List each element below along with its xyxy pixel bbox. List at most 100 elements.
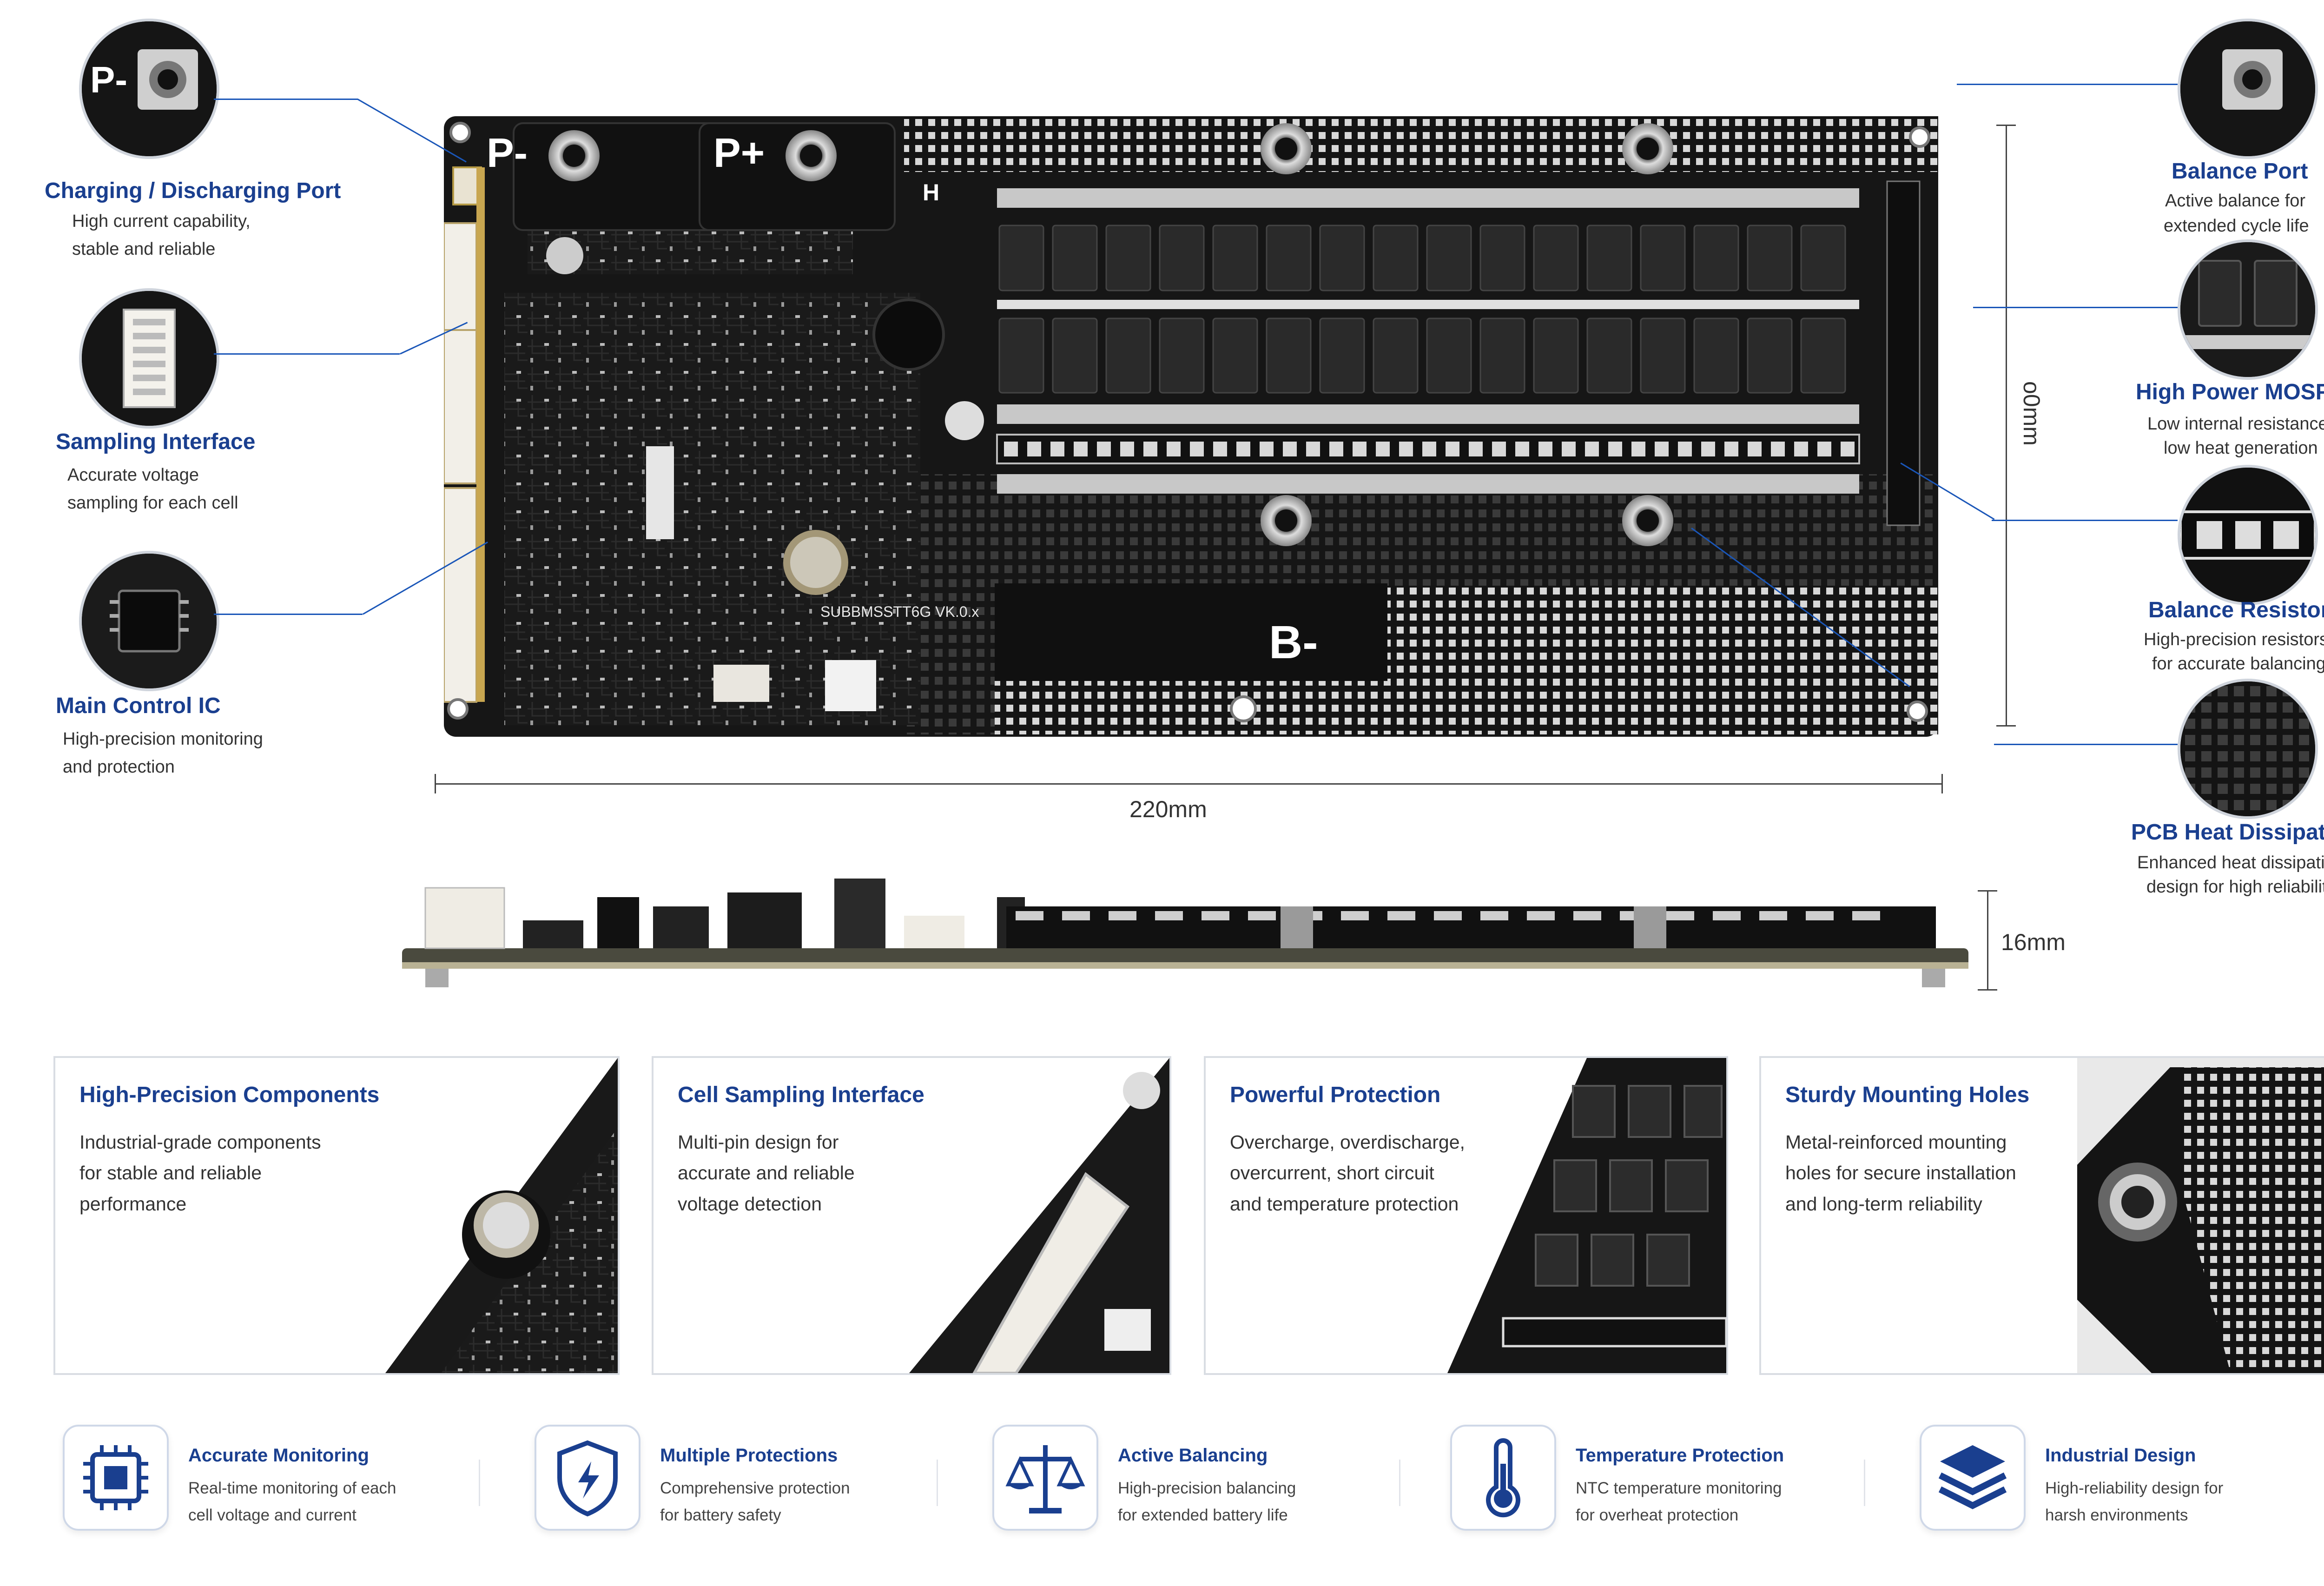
charging-port-thumbnail: P-	[79, 19, 219, 159]
mosfets-leader-h	[1973, 307, 2178, 308]
card-desc-line: overcurrent, short circuit	[1230, 1162, 1434, 1184]
feature-desc: Comprehensive protection for battery saf…	[660, 1475, 850, 1529]
card-title: Powerful Protection	[1230, 1083, 1441, 1107]
heat-dissipation-thumbnail	[2178, 679, 2318, 819]
feature-desc-line: High-reliability design for	[2045, 1479, 2224, 1497]
h-mark-label: H	[923, 179, 940, 205]
balance-scale-icon	[992, 1425, 1098, 1531]
height-dimension-tick-top	[1996, 125, 2016, 126]
width-dimension-label: 220mm	[1129, 796, 1207, 822]
mosfets-thumbnail	[2178, 239, 2318, 380]
bms-board-side-view	[402, 879, 1968, 995]
card-desc: Metal-reinforced mounting holes for secu…	[1785, 1127, 2016, 1219]
heat-dissipation-desc-line2: design for high reliability	[2146, 877, 2324, 897]
mosfet-array-photo	[1447, 1058, 1726, 1373]
sampling-interface-desc-line1: Accurate voltage	[67, 465, 199, 485]
balance-port-leader-h	[1957, 84, 2178, 85]
height-dimension-label: o0mm	[2019, 381, 2045, 446]
layers-icon	[1920, 1425, 2026, 1531]
card-desc-line: Metal-reinforced mounting	[1785, 1131, 2007, 1153]
thickness-dimension-tick-top	[1978, 890, 1997, 892]
thermometer-icon	[1450, 1425, 1556, 1531]
card-desc-line: accurate and reliable	[678, 1162, 855, 1184]
card-desc: Industrial-grade components for stable a…	[79, 1127, 321, 1219]
balance-port-desc-line2: extended cycle life	[2164, 216, 2309, 236]
width-dimension-line	[435, 783, 1943, 785]
sampling-interface-leader-h	[214, 353, 400, 355]
charging-port-title: Charging / Discharging Port	[45, 178, 341, 203]
bms-board-top-view: P- P+ B- H SUBBMSSTT6G VK.0.x	[443, 116, 1938, 737]
card-desc-line: and temperature protection	[1230, 1193, 1459, 1215]
feature-desc-line: High-precision balancing	[1118, 1479, 1296, 1497]
feature-title: Active Balancing	[1118, 1445, 1268, 1466]
thickness-dimension-label: 16mm	[2001, 929, 2066, 955]
feature-desc-line: harsh environments	[2045, 1506, 2188, 1524]
feature-desc-line: for extended battery life	[1118, 1506, 1288, 1524]
card-desc-line: performance	[79, 1193, 187, 1215]
balance-resistors-leader-h	[1992, 520, 2178, 521]
sampling-interface-title: Sampling Interface	[56, 430, 256, 454]
card-desc: Multi-pin design for accurate and reliab…	[678, 1127, 855, 1219]
feature-divider	[1399, 1460, 1400, 1506]
connector-photo	[909, 1058, 1169, 1373]
main-ic-title: Main Control IC	[56, 694, 221, 718]
board-illustration	[443, 116, 1938, 737]
feature-temperature-protection: Temperature Protection NTC temperature m…	[1450, 1425, 1845, 1536]
mosfets-desc-line1: Low internal resistance,	[2147, 414, 2324, 434]
feature-desc: High-reliability design for harsh enviro…	[2045, 1475, 2223, 1529]
charging-port-leader-h	[214, 99, 358, 100]
feature-desc-line: Real-time monitoring of each	[188, 1479, 396, 1497]
feature-title: Temperature Protection	[1576, 1445, 1784, 1466]
main-ic-desc-line2: and protection	[63, 757, 175, 777]
feature-divider	[479, 1460, 480, 1506]
main-ic-desc-line1: High-precision monitoring	[63, 729, 263, 749]
card-title: Cell Sampling Interface	[678, 1083, 924, 1107]
main-ic-leader-h	[214, 614, 363, 615]
feature-title: Multiple Protections	[660, 1445, 838, 1466]
feature-desc-line: cell voltage and current	[188, 1506, 357, 1524]
card-title: Sturdy Mounting Holes	[1785, 1083, 2030, 1107]
card-title: High-Precision Components	[79, 1083, 380, 1107]
feature-divider	[937, 1460, 938, 1506]
sampling-interface-desc-line2: sampling for each cell	[67, 493, 238, 513]
feature-desc: NTC temperature monitoring for overheat …	[1576, 1475, 1782, 1529]
feature-industrial-design: Industrial Design High-reliability desig…	[1920, 1425, 2315, 1536]
feature-desc-line: for battery safety	[660, 1506, 781, 1524]
mounting-hole-photo	[2077, 1058, 2324, 1373]
balance-resistors-title: Balance Resistors	[2148, 598, 2324, 622]
card-desc: Overcharge, overdischarge, overcurrent, …	[1230, 1127, 1465, 1219]
mosfets-title: High Power MOSFETs	[2136, 380, 2324, 404]
thickness-dimension-tick-bottom	[1978, 989, 1997, 991]
card-desc-line: voltage detection	[678, 1193, 822, 1215]
charging-port-desc-line2: stable and reliable	[72, 239, 216, 259]
card-desc-line: Multi-pin design for	[678, 1131, 839, 1153]
feature-desc: High-precision balancing for extended ba…	[1118, 1475, 1296, 1529]
card-desc-line: for stable and reliable	[79, 1162, 262, 1184]
card-desc-line: and long-term reliability	[1785, 1193, 1982, 1215]
silkscreen-label: SUBBMSSTT6G VK.0.x	[820, 603, 979, 620]
balance-resistors-desc-line1: High-precision resistors	[2144, 630, 2324, 649]
b-minus-label: B-	[1269, 616, 1318, 668]
card-sturdy-mounting-holes: Sturdy Mounting Holes Metal-reinforced m…	[1759, 1056, 2324, 1375]
card-desc-line: holes for secure installation	[1785, 1162, 2016, 1184]
card-desc-line: Overcharge, overdischarge,	[1230, 1131, 1465, 1153]
chip-icon	[63, 1425, 169, 1531]
width-dimension-tick-left	[435, 774, 436, 793]
components-photo	[385, 1058, 618, 1373]
width-dimension-tick-right	[1941, 774, 1943, 793]
p-minus-label: P-	[487, 130, 528, 176]
balance-resistors-thumbnail	[2178, 465, 2318, 605]
feature-desc: Real-time monitoring of each cell voltag…	[188, 1475, 396, 1529]
sampling-interface-thumbnail	[79, 288, 219, 429]
feature-divider	[1864, 1460, 1865, 1506]
balance-port-desc-line1: Active balance for	[2165, 191, 2306, 211]
feature-desc-line: Comprehensive protection	[660, 1479, 850, 1497]
card-powerful-protection: Powerful Protection Overcharge, overdisc…	[1204, 1056, 1728, 1375]
feature-accurate-monitoring: Accurate Monitoring Real-time monitoring…	[63, 1425, 458, 1536]
balance-port-thumbnail	[2178, 19, 2318, 159]
shield-icon	[535, 1425, 640, 1531]
thickness-dimension-line	[1987, 890, 1988, 990]
mosfets-desc-line2: low heat generation	[2164, 438, 2318, 458]
feature-multiple-protections: Multiple Protections Comprehensive prote…	[535, 1425, 930, 1536]
card-cell-sampling-interface: Cell Sampling Interface Multi-pin design…	[652, 1056, 1171, 1375]
